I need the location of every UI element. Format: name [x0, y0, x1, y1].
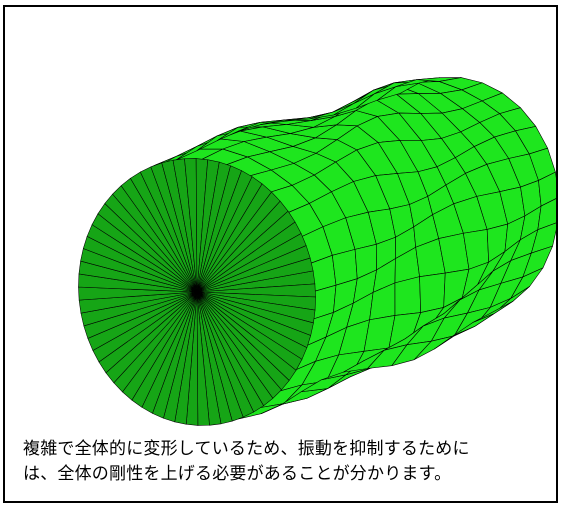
side-mesh-element	[538, 171, 556, 207]
side-mesh-element	[419, 272, 446, 313]
caption-text: 複雑で全体的に変形しているため、振動を抑制するために は、全体の剛性を上げる必要…	[23, 437, 553, 487]
caption-line-1: 複雑で全体的に変形しているため、振動を抑制するために	[23, 439, 470, 459]
side-mesh-element	[472, 300, 514, 323]
cap-center-node	[194, 289, 200, 295]
side-mesh-element	[537, 198, 556, 230]
cylinder-end-cap	[78, 158, 316, 426]
cap-mesh-element	[196, 257, 314, 293]
side-mesh-element	[394, 276, 422, 316]
slide-panel: 複雑で全体的に変形しているため、振動を抑制するために は、全体の剛性を上げる必要…	[3, 5, 558, 503]
deformed-cylinder-mesh	[78, 77, 556, 426]
cylinder-side-surface	[132, 77, 556, 420]
caption-line-2: は、全体の剛性を上げる必要があることが分かります。	[23, 464, 452, 484]
